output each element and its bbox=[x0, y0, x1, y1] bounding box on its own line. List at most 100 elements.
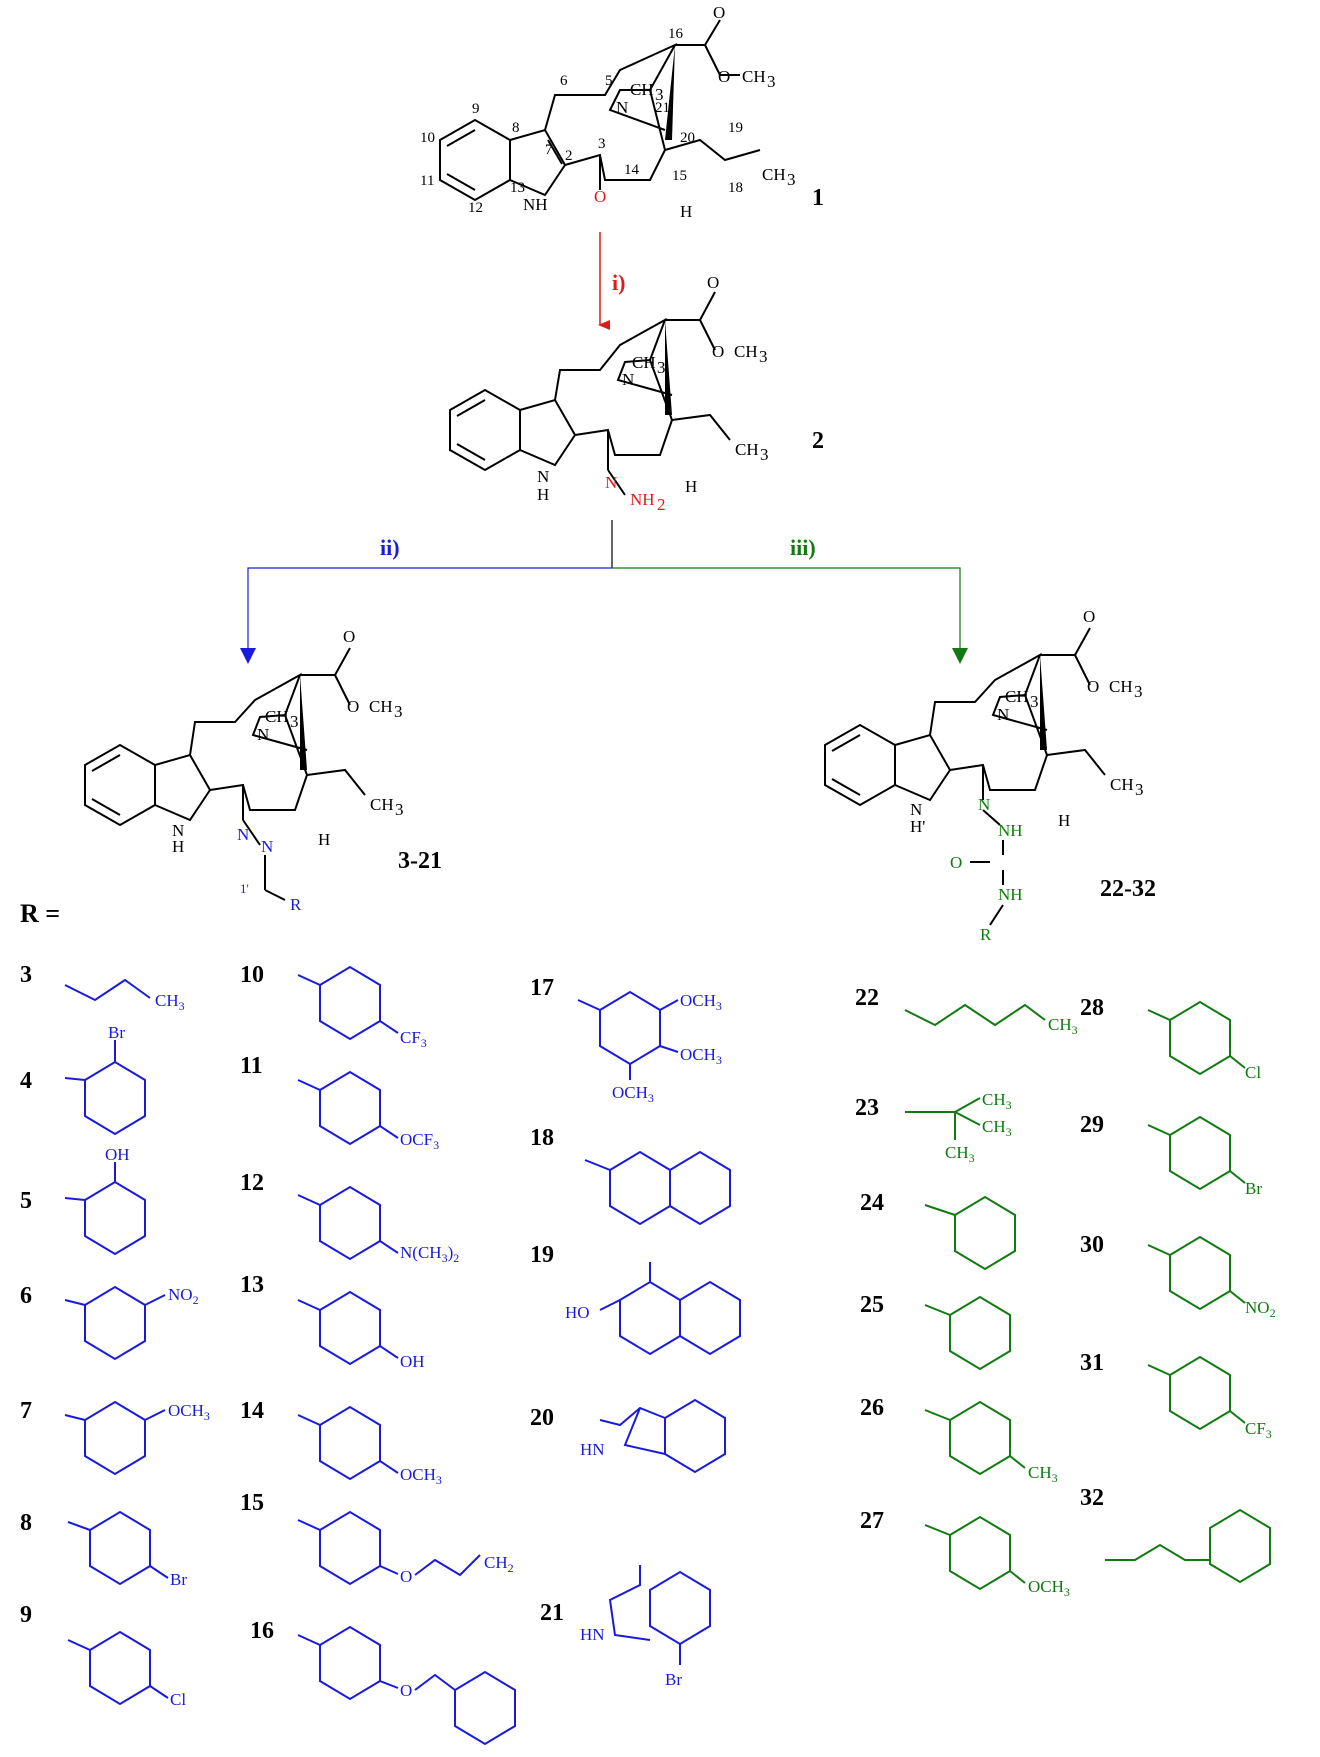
svg-text:14: 14 bbox=[240, 1398, 264, 1424]
svg-text:H: H bbox=[680, 202, 692, 221]
svg-text:R: R bbox=[290, 895, 302, 914]
svg-text:N: N bbox=[910, 800, 922, 819]
svg-text:CH: CH bbox=[265, 707, 289, 726]
svg-text:CH: CH bbox=[369, 697, 393, 716]
svg-text:CH3: CH3 bbox=[1048, 1015, 1078, 1037]
svg-text:N: N bbox=[616, 98, 628, 117]
svg-text:7: 7 bbox=[20, 1398, 32, 1424]
arrow-step-iii bbox=[612, 567, 961, 650]
svg-text:N: N bbox=[978, 795, 990, 814]
svg-text:O: O bbox=[347, 697, 359, 716]
svg-text:3: 3 bbox=[1134, 682, 1143, 701]
svg-text:3: 3 bbox=[655, 85, 664, 104]
svg-text:O: O bbox=[594, 187, 606, 206]
compound-label-2: 2 bbox=[812, 428, 824, 454]
atom-number: 12 bbox=[468, 200, 483, 216]
svg-text:OCH3: OCH3 bbox=[612, 1083, 654, 1105]
arrow-step-ii bbox=[247, 567, 612, 650]
r-groups-blue: 3 CH3 4 Br 5 OH 6 NO2 7 OCH3 8 Br 9 bbox=[20, 962, 741, 1746]
svg-text:10: 10 bbox=[240, 962, 264, 988]
compound-label-1: 1 bbox=[812, 185, 824, 211]
svg-text:O: O bbox=[343, 627, 355, 646]
step-i-label: i) bbox=[612, 270, 625, 295]
step-iii-label: iii) bbox=[790, 535, 816, 560]
atom-number: 8 bbox=[512, 120, 520, 136]
svg-text:CH: CH bbox=[1005, 687, 1029, 706]
svg-text:N(CH3)2: N(CH3)2 bbox=[400, 1243, 459, 1265]
atom-number: 21 bbox=[655, 100, 670, 116]
svg-text:Cl: Cl bbox=[1245, 1063, 1261, 1082]
svg-text:O: O bbox=[1087, 677, 1099, 696]
svg-text:26: 26 bbox=[860, 1395, 884, 1421]
svg-text:3: 3 bbox=[394, 702, 403, 721]
svg-text:6: 6 bbox=[20, 1283, 32, 1309]
svg-text:21: 21 bbox=[540, 1600, 564, 1626]
svg-text:28: 28 bbox=[1080, 995, 1104, 1021]
svg-text:NO2: NO2 bbox=[1245, 1298, 1276, 1320]
svg-text:27: 27 bbox=[860, 1508, 884, 1534]
svg-text:CH: CH bbox=[762, 165, 786, 184]
svg-text:O: O bbox=[400, 1567, 412, 1586]
svg-text:4: 4 bbox=[20, 1068, 32, 1094]
atom-number: 15 bbox=[672, 168, 687, 184]
svg-text:N: N bbox=[605, 473, 617, 492]
svg-text:32: 32 bbox=[1080, 1485, 1104, 1511]
series-label-3-21: 3-21 bbox=[398, 848, 442, 874]
svg-text:CH3: CH3 bbox=[155, 991, 185, 1013]
svg-text:O: O bbox=[950, 853, 962, 872]
svg-text:30: 30 bbox=[1080, 1232, 1104, 1258]
svg-text:HO: HO bbox=[565, 1303, 590, 1322]
svg-text:23: 23 bbox=[855, 1095, 879, 1121]
r-groups-green: 22 CH3 23 CH3 CH3 CH3 24 25 26 CH3 27 OC… bbox=[855, 985, 1276, 1599]
svg-text:Br: Br bbox=[170, 1570, 187, 1589]
svg-text:N: N bbox=[261, 837, 273, 856]
svg-text:24: 24 bbox=[860, 1190, 884, 1216]
svg-text:N: N bbox=[172, 821, 184, 840]
svg-text:2: 2 bbox=[657, 495, 666, 514]
svg-text:O: O bbox=[713, 3, 725, 22]
svg-text:H: H bbox=[685, 477, 697, 496]
svg-text:3: 3 bbox=[759, 347, 768, 366]
atom-number: 20 bbox=[680, 130, 695, 146]
svg-text:CH: CH bbox=[742, 67, 766, 86]
atom-number: 13 bbox=[510, 180, 525, 196]
r-equals-label: R = bbox=[20, 899, 60, 928]
svg-text:CH3: CH3 bbox=[982, 1117, 1012, 1139]
svg-text:CH: CH bbox=[734, 342, 758, 361]
svg-text:1': 1' bbox=[240, 881, 249, 896]
svg-text:CH: CH bbox=[1109, 677, 1133, 696]
svg-text:CH3: CH3 bbox=[982, 1090, 1012, 1112]
svg-text:CH: CH bbox=[1110, 775, 1134, 794]
atom-number: 19 bbox=[728, 120, 743, 136]
series-label-22-32: 22-32 bbox=[1100, 876, 1156, 902]
svg-text:R: R bbox=[980, 925, 992, 944]
svg-text:H: H bbox=[537, 485, 549, 504]
svg-text:OCH3: OCH3 bbox=[168, 1401, 210, 1423]
atom-number: 9 bbox=[472, 101, 480, 117]
svg-text:NH: NH bbox=[630, 490, 655, 509]
svg-text:OH: OH bbox=[400, 1352, 425, 1371]
svg-text:N: N bbox=[537, 467, 549, 486]
svg-text:20: 20 bbox=[530, 1405, 554, 1431]
svg-text:9: 9 bbox=[20, 1602, 32, 1628]
atom-number: 10 bbox=[420, 130, 435, 146]
svg-text:CF3: CF3 bbox=[1245, 1419, 1272, 1441]
svg-text:H: H bbox=[1058, 811, 1070, 830]
svg-text:OH: OH bbox=[105, 1145, 130, 1164]
svg-text:8: 8 bbox=[20, 1510, 32, 1536]
svg-text:CH3: CH3 bbox=[1028, 1463, 1058, 1485]
svg-text:OCF3: OCF3 bbox=[400, 1130, 439, 1152]
atom-number: 6 bbox=[560, 73, 568, 89]
svg-text:CF3: CF3 bbox=[400, 1028, 427, 1050]
svg-text:O: O bbox=[718, 67, 730, 86]
svg-text:NO2: NO2 bbox=[168, 1285, 199, 1307]
svg-text:29: 29 bbox=[1080, 1112, 1104, 1138]
svg-text:19: 19 bbox=[530, 1242, 554, 1268]
atom-number: 3 bbox=[598, 136, 606, 152]
svg-text:CH3: CH3 bbox=[945, 1143, 975, 1165]
svg-text:NH: NH bbox=[523, 195, 548, 214]
svg-text:NH: NH bbox=[998, 885, 1023, 904]
svg-text:16: 16 bbox=[250, 1618, 274, 1644]
